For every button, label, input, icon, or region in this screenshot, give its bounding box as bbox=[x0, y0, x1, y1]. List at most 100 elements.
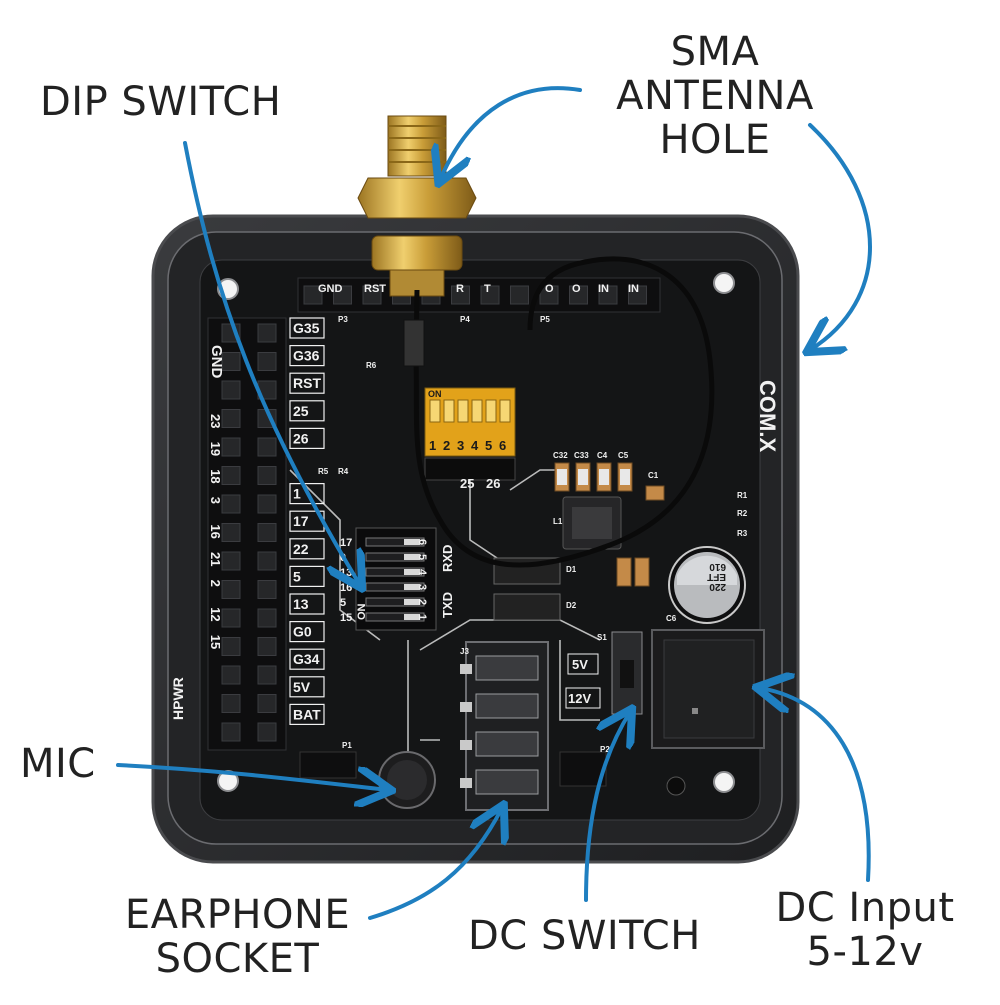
callout-line: SOCKET bbox=[155, 936, 320, 982]
arrow-dc-input bbox=[760, 688, 871, 882]
pin-label-box bbox=[289, 593, 325, 615]
dip-knob bbox=[404, 584, 420, 590]
pin-label-box bbox=[289, 676, 325, 698]
silkscreen-text: TXD bbox=[440, 592, 455, 618]
arrow-sma-loop bbox=[810, 123, 872, 350]
header-pin bbox=[221, 466, 241, 485]
silkscreen-text: S1 bbox=[597, 633, 607, 642]
silkscreen-text: 26 bbox=[486, 476, 500, 491]
silkscreen-text: 220 bbox=[709, 581, 726, 592]
arrow-earphone bbox=[368, 808, 502, 920]
silkscreen-text: D2 bbox=[566, 601, 577, 610]
silkscreen-text: BAT bbox=[293, 706, 321, 722]
silkscreen-text: P3 bbox=[338, 315, 348, 324]
silkscreen-text: R6 bbox=[366, 361, 377, 370]
socket-pad bbox=[460, 740, 472, 750]
header-pin bbox=[221, 580, 241, 599]
header-pin bbox=[628, 285, 647, 305]
silkscreen-text: 4 bbox=[471, 438, 479, 453]
header-pin bbox=[257, 608, 277, 628]
bottom-header-left bbox=[299, 751, 357, 779]
antenna-cable bbox=[413, 256, 715, 568]
header-pin bbox=[257, 637, 277, 656]
silkscreen-text: 5V bbox=[293, 679, 311, 695]
silkscreen-text: P5 bbox=[540, 315, 550, 324]
callout-dip-switch: DIP SWITCH bbox=[40, 79, 282, 125]
socket-slot bbox=[475, 731, 539, 757]
callout-line: 5-12v bbox=[806, 929, 924, 975]
silkscreen-text: O bbox=[545, 283, 554, 295]
header-pin bbox=[257, 580, 277, 599]
callout-line: DC Input bbox=[775, 885, 955, 931]
silkscreen-text: 26 bbox=[293, 430, 309, 446]
silkscreen-text: 21 bbox=[208, 552, 223, 566]
silkscreen-text: 5 bbox=[416, 554, 428, 560]
socket-slot bbox=[475, 655, 539, 681]
silkscreen-text: 4 bbox=[416, 569, 428, 576]
arrow-dip-switch bbox=[183, 141, 360, 585]
header-pin bbox=[221, 523, 241, 542]
header-pin bbox=[598, 285, 618, 305]
brand-label: COM.X bbox=[755, 380, 780, 452]
silkscreen-text: 12 bbox=[208, 607, 223, 621]
silkscreen-text: G0 bbox=[293, 624, 312, 640]
silkscreen-text: 19 bbox=[208, 442, 223, 456]
header-pin bbox=[221, 637, 241, 656]
silkscreen-text: 17 bbox=[340, 537, 352, 549]
silkscreen-text: 3 bbox=[208, 497, 223, 504]
silkscreen-text: D1 bbox=[566, 565, 577, 574]
header-pin bbox=[257, 665, 277, 685]
top-pin-header bbox=[297, 277, 661, 313]
silkscreen-text: R5 bbox=[318, 467, 329, 476]
silkscreen-text: G36 bbox=[293, 348, 320, 364]
callout-sma-antenna-hole: SMA ANTENNA HOLE bbox=[590, 30, 840, 162]
dip-toggle bbox=[443, 399, 455, 423]
dc-jack bbox=[651, 629, 765, 749]
arrow-sma-antenna bbox=[440, 86, 582, 180]
arrow-mic bbox=[116, 763, 388, 790]
left-pin-header bbox=[207, 317, 287, 751]
silkscreen-text: 22 bbox=[293, 541, 309, 557]
silkscreen-text: 6 bbox=[499, 438, 506, 453]
silkscreen-text: R bbox=[456, 283, 464, 295]
pin-label-box bbox=[289, 317, 325, 339]
silkscreen-text: 15 bbox=[208, 635, 223, 649]
silkscreen-text: 1 bbox=[293, 486, 301, 502]
silkscreen-text: O bbox=[572, 283, 581, 295]
silkscreen-text: R1 bbox=[737, 491, 748, 500]
dip-knob bbox=[404, 614, 420, 620]
header-pin bbox=[257, 551, 277, 571]
arrow-dc-switch bbox=[584, 712, 630, 902]
dip-knob bbox=[404, 569, 420, 575]
silkscreen-text: 23 bbox=[208, 414, 223, 428]
dip-toggle bbox=[499, 399, 511, 423]
silkscreen-text: RST bbox=[364, 283, 386, 295]
dip-knob bbox=[404, 554, 420, 560]
header-pin bbox=[257, 494, 277, 514]
silkscreen-text: P4 bbox=[460, 315, 470, 324]
silkscreen-text: 2 bbox=[416, 599, 428, 605]
silkscreen-text: 5V bbox=[572, 657, 588, 672]
silkscreen-text: C1 bbox=[648, 471, 659, 480]
slide-switch bbox=[611, 631, 643, 715]
silkscreen-text: C5 bbox=[618, 451, 629, 460]
silkscreen-text: C32 bbox=[553, 451, 568, 460]
voltage-box bbox=[567, 653, 599, 675]
silkscreen-text: 17 bbox=[293, 513, 309, 529]
socket-pad bbox=[460, 702, 472, 712]
silkscreen-text: 15 bbox=[340, 612, 352, 624]
silkscreen-text: L1 bbox=[553, 517, 563, 526]
header-pin bbox=[510, 285, 529, 305]
header-pin bbox=[257, 323, 277, 343]
header-pin bbox=[221, 722, 241, 742]
silkscreen-text: IN bbox=[628, 283, 639, 295]
silkscreen-text: 25 bbox=[460, 476, 474, 491]
pin-label-box bbox=[289, 427, 325, 449]
pin-label-box bbox=[289, 483, 325, 505]
header-pin bbox=[362, 285, 382, 305]
dip-toggle bbox=[429, 399, 441, 423]
silkscreen-text: J3 bbox=[460, 647, 469, 656]
silkscreen-text: C4 bbox=[597, 451, 608, 460]
